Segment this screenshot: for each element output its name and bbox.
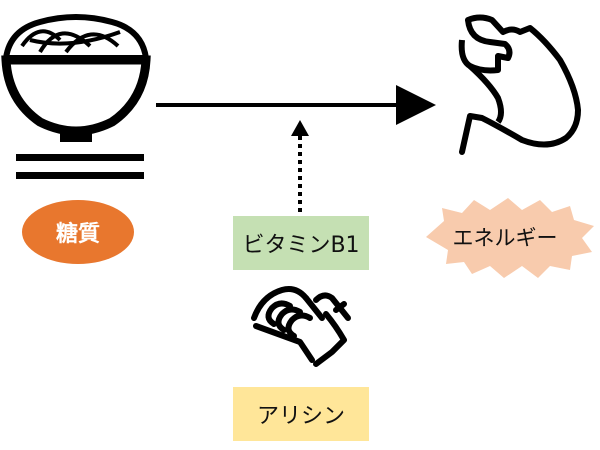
carbohydrate-label: 糖質 (22, 200, 134, 264)
vitamin-b1-label: ビタミンB1 (233, 216, 369, 270)
energy-label: エネルギー (452, 226, 558, 250)
rice-bowl-icon (1, 14, 151, 179)
handshake-icon (251, 286, 351, 367)
energy-burst (426, 198, 594, 278)
flexed-arm-icon (458, 14, 581, 155)
dotted-arrowhead (291, 120, 309, 136)
allicin-label: アリシン (233, 387, 369, 441)
